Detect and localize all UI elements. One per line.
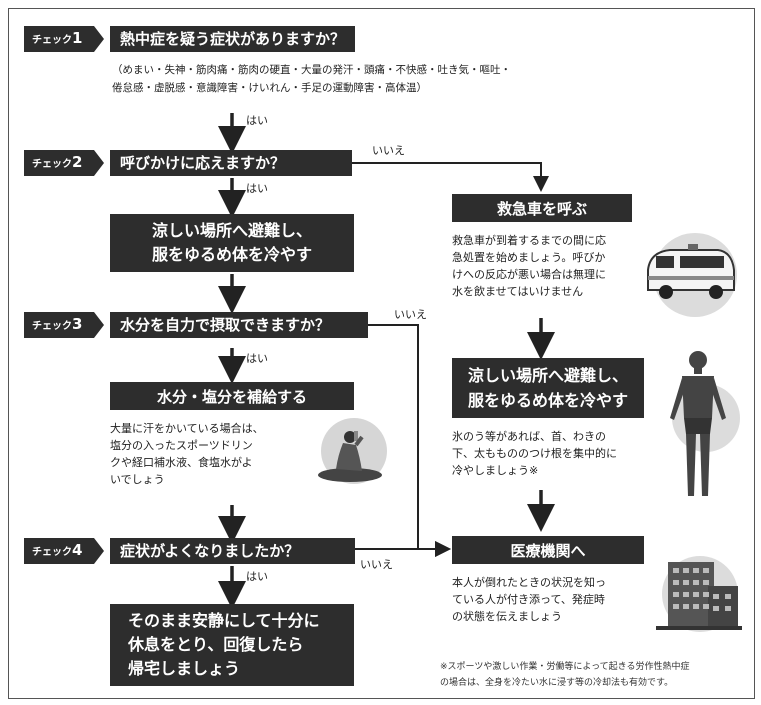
check4-question: 症状がよくなりましたか？ — [110, 538, 355, 564]
yes-label-2: はい — [246, 182, 268, 195]
yes-label-3: はい — [246, 352, 268, 365]
figure-frame — [8, 8, 755, 699]
symptoms-line-1: （めまい・失神・筋肉痛・筋肉の硬直・大量の発汗・頭痛・不快感・吐き気・嘔吐・ — [112, 64, 511, 76]
rest-box: そのまま安静にして十分に 休息をとり、回復したら 帰宅しましょう — [110, 604, 354, 686]
yes-label-4: はい — [246, 570, 268, 583]
no-label-check3: いいえ — [394, 308, 427, 321]
rest-line3: 帰宅しましょう — [128, 659, 241, 678]
check3-tag: チェック3 — [24, 312, 104, 338]
right-cool-line2: 服をゆるめ体を冷やす — [467, 391, 628, 410]
check2-tag: チェック2 — [24, 150, 104, 176]
footnote-line-2: の場合は、全身を冷たい水に浸す等の冷却法も有効です。 — [440, 678, 674, 688]
arrow-check2-no-to-ambulance — [352, 162, 549, 192]
hospital-box: 医療機関へ — [452, 536, 644, 564]
rest-line2: 休息をとり、回復したら — [128, 635, 304, 654]
hospital-text: 本人が倒れたときの状況を知っ ている人が付き添って、発症時 の状態を伝えましょう — [452, 576, 606, 623]
check1-tag: チェック1 — [24, 26, 104, 52]
right-cool-line1: 涼しい場所へ避難し、 — [467, 366, 628, 385]
right-cool-box: 涼しい場所へ避難し、 服をゆるめ体を冷やす — [452, 358, 644, 418]
no-label-check4: いいえ — [360, 558, 393, 571]
symptoms-line-2: 倦怠感・虚脱感・意識障害・けいれん・手足の運動障害・高体温） — [112, 82, 427, 94]
hydrate-box: 水分・塩分を補給する — [110, 382, 354, 410]
no-label-check2: いいえ — [372, 144, 405, 157]
ambulance-box: 救急車を呼ぶ — [452, 194, 632, 222]
hospital-building-illustration — [656, 556, 742, 632]
check2-question: 呼びかけに応えますか？ — [110, 150, 352, 176]
right-cool-text: 氷のう等があれば、首、わきの 下、太ももののつけ根を集中的に 冷やしましょう※ — [452, 430, 617, 477]
hydrate-text: 大量に汗をかいている場合は、 塩分の入ったスポーツドリン クや経口補水液、食塩水… — [110, 422, 264, 486]
check4-tag: チェック4 — [24, 538, 104, 564]
check1-question: 熱中症を疑う症状がありますか？ — [110, 26, 356, 52]
rest-line1: そのまま安静にして十分に — [128, 611, 320, 630]
yes-label-1: はい — [246, 114, 268, 127]
left-cool-line1: 涼しい場所へ避難し、 — [151, 221, 312, 240]
drinking-person-illustration — [318, 418, 387, 484]
body-figure-illustration — [670, 351, 740, 496]
ambulance-text: 救急車が到着するまでの間に応 急処置を始めましょう。呼びか けへの反応が悪い場合… — [452, 234, 606, 298]
ambulance-illustration — [647, 233, 737, 317]
left-cool-box: 涼しい場所へ避難し、 服をゆるめ体を冷やす — [110, 214, 354, 272]
left-cool-line2: 服をゆるめ体を冷やす — [151, 245, 312, 264]
check3-question: 水分を自力で摂取できますか？ — [110, 312, 368, 338]
footnote-line-1: ※スポーツや激しい作業・労働等によって起きる労作性熱中症 — [440, 662, 690, 672]
